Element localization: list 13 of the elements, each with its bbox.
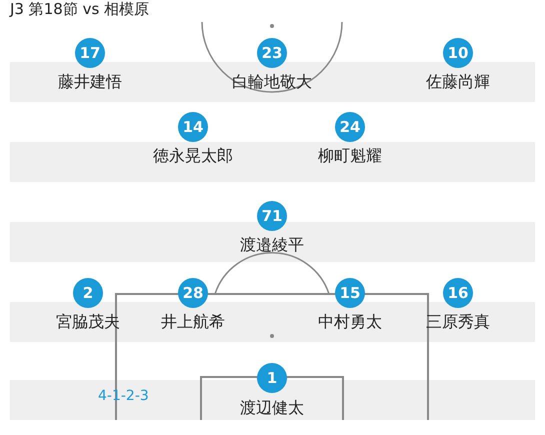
player-name: 渡辺健太 xyxy=(240,398,304,419)
player-name: 佐藤尚輝 xyxy=(426,72,490,93)
player-name: 三原秀真 xyxy=(426,312,490,333)
player-name: 藤井建悟 xyxy=(58,72,122,93)
player-name: 徳永晃太郎 xyxy=(153,146,233,167)
title: J3 第18節 vs 相模原 xyxy=(10,0,150,19)
player-name: 白輪地敬大 xyxy=(232,72,312,93)
formation-label: 4-1-2-3 xyxy=(98,388,149,404)
player-name: 宮脇茂夫 xyxy=(56,312,120,333)
player-name: 柳町魁耀 xyxy=(318,146,382,167)
player-name: 渡邉綾平 xyxy=(240,235,304,256)
player-name: 井上航希 xyxy=(161,312,225,333)
player-name: 中村勇太 xyxy=(318,312,382,333)
